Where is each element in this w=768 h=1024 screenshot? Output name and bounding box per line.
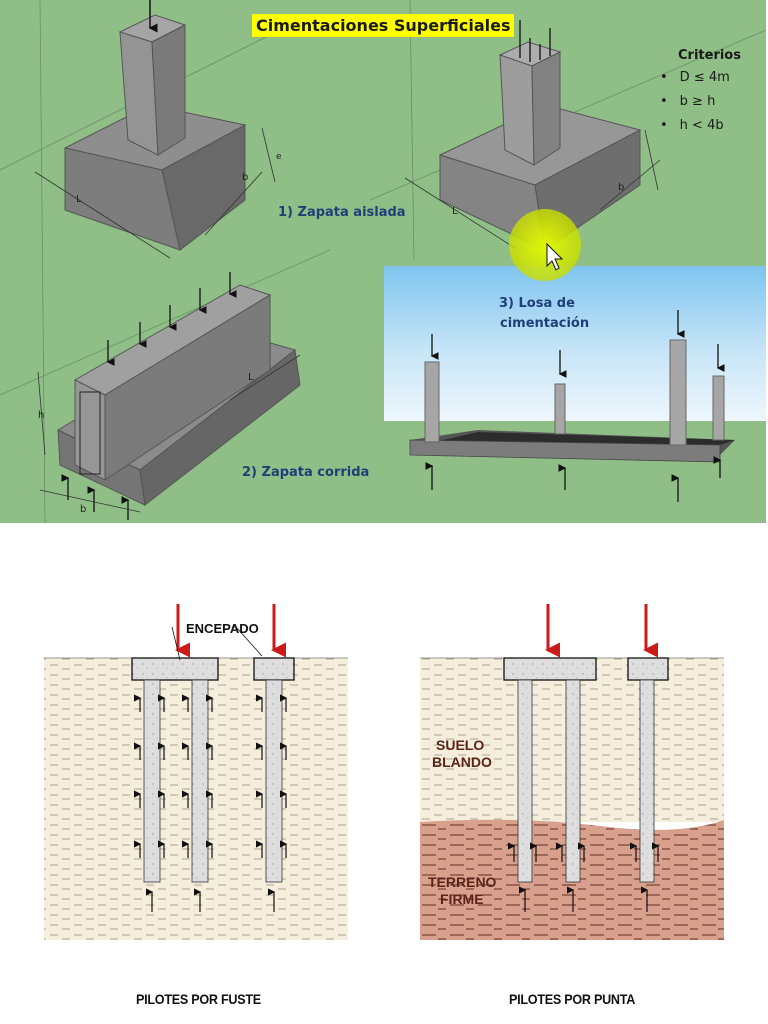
label-zapata-corrida: 2) Zapata corrida (242, 465, 370, 480)
criteria-item: b ≥ h (660, 94, 730, 118)
dim-L-1: L (76, 194, 82, 205)
mat-foundation (384, 266, 766, 502)
encepado-label: ENCEPADO (186, 621, 259, 636)
criteria-list: D ≤ 4m b ≥ h h < 4b (660, 70, 730, 142)
firm-soil-label-line1: TERRENO (428, 874, 497, 890)
dim-b-3: b (80, 504, 87, 515)
cursor-highlight (509, 209, 581, 281)
dim-e-1: e (276, 152, 282, 162)
criteria-item: D ≤ 4m (660, 70, 730, 94)
end-bearing-piles (420, 604, 724, 940)
criteria-item: h < 4b (660, 118, 730, 142)
dim-h: h (38, 410, 45, 421)
dim-L-3: L (248, 372, 254, 383)
caption-end-bearing-piles: PILOTES POR PUNTA (509, 991, 636, 1007)
strip-footing (37, 272, 301, 520)
label-zapata-aislada: 1) Zapata aislada (278, 205, 406, 220)
dim-L-2: L (452, 206, 458, 217)
dim-b-2: b (618, 182, 625, 193)
shallow-foundations-drawing (0, 0, 766, 523)
label-losa-line1: 3) Losa de (499, 296, 575, 311)
isolated-footing (34, 0, 276, 259)
dim-b-1: b (242, 172, 249, 183)
shallow-foundations-panel: Cimentaciones Superficiales Criterios D … (0, 0, 766, 523)
soft-soil-label-line1: SUELO (436, 737, 485, 753)
firm-soil-label-line2: FIRME (440, 891, 484, 907)
label-losa-line2: cimentación (500, 316, 590, 331)
soft-soil-label-line2: BLANDO (432, 754, 492, 770)
pile-foundations-drawing (44, 604, 724, 940)
caption-friction-piles: PILOTES POR FUSTE (136, 991, 261, 1007)
page-title: Cimentaciones Superficiales (252, 14, 515, 37)
criteria-title: Criterios (678, 48, 741, 63)
friction-piles (44, 604, 348, 940)
